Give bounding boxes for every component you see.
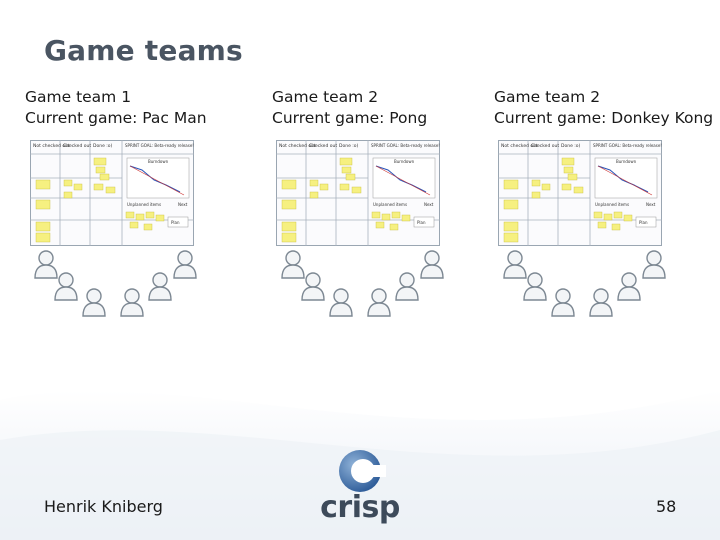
team-1-name: Game team 1 (25, 88, 132, 106)
team-2-label: Game team 2 Current game: Pong (272, 87, 427, 129)
board-header-done: Done :o) (93, 143, 113, 149)
board-sprint-goal: SPRINT GOAL: Beta-ready release! (371, 143, 440, 148)
board-header-checked-out: Checked out (309, 143, 337, 149)
team-3-label: Game team 2 Current game: Donkey Kong (494, 87, 713, 129)
person-icon (54, 272, 78, 301)
board-burndown-label: Burndown (394, 159, 415, 164)
slide-title: Game teams (44, 34, 243, 67)
person-icon (148, 272, 172, 301)
team-3-name: Game team 2 (494, 88, 601, 106)
board-plan-label: Plan (417, 220, 426, 225)
board-next-label: Next (646, 202, 656, 207)
person-icon (523, 272, 547, 301)
team-3-task-board: Not checked out Checked out Done :o) SPR… (498, 140, 662, 246)
board-header-checked-out: Checked out (531, 143, 559, 149)
board-burndown-label: Burndown (148, 159, 169, 164)
person-icon (367, 288, 391, 317)
board-unplanned-label: Unplanned items (127, 202, 161, 207)
crisp-logo-mark-icon (339, 450, 386, 492)
person-icon (503, 250, 527, 279)
person-icon (281, 250, 305, 279)
team-2-task-board: Not checked out Checked out Done :o) SPR… (276, 140, 440, 246)
crisp-logo-text: crisp (320, 490, 400, 525)
person-icon (120, 288, 144, 317)
board-unplanned-label: Unplanned items (373, 202, 407, 207)
team-2-people (281, 250, 444, 317)
board-next-label: Next (424, 202, 434, 207)
board-header-done: Done :o) (339, 143, 359, 149)
person-icon (395, 272, 419, 301)
team-2-current-game: Current game: Pong (272, 109, 428, 127)
board-unplanned-label: Unplanned items (595, 202, 629, 207)
board-burndown-label: Burndown (616, 159, 637, 164)
person-icon (173, 250, 197, 279)
board-plan-label: Plan (171, 220, 180, 225)
team-1-task-board: Not checked out Checked out Done :o) SPR… (30, 140, 194, 246)
person-icon (329, 288, 353, 317)
board-sprint-goal: SPRINT GOAL: Beta-ready release! (125, 143, 194, 148)
board-header-done: Done :o) (561, 143, 581, 149)
board-next-label: Next (178, 202, 188, 207)
person-icon (617, 272, 641, 301)
team-1-current-game: Current game: Pac Man (25, 109, 207, 127)
team-3-people (503, 250, 666, 317)
person-icon (82, 288, 106, 317)
footer-author: Henrik Kniberg (44, 497, 163, 516)
team-1-people (34, 250, 197, 317)
team-1-label: Game team 1 Current game: Pac Man (25, 87, 207, 129)
person-icon (420, 250, 444, 279)
page-number: 58 (656, 497, 677, 516)
board-header-not-checked-out: Not checked out (279, 143, 316, 149)
person-icon (551, 288, 575, 317)
person-icon (589, 288, 613, 317)
board-plan-label: Plan (639, 220, 648, 225)
board-header-not-checked-out: Not checked out (33, 143, 70, 149)
team-2-name: Game team 2 (272, 88, 379, 106)
board-header-not-checked-out: Not checked out (501, 143, 538, 149)
crisp-logo: crisp (318, 448, 402, 526)
team-3-current-game: Current game: Donkey Kong (494, 109, 714, 127)
person-icon (301, 272, 325, 301)
person-icon (642, 250, 666, 279)
board-header-checked-out: Checked out (63, 143, 91, 149)
person-icon (34, 250, 58, 279)
board-sprint-goal: SPRINT GOAL: Beta-ready release! (593, 143, 662, 148)
